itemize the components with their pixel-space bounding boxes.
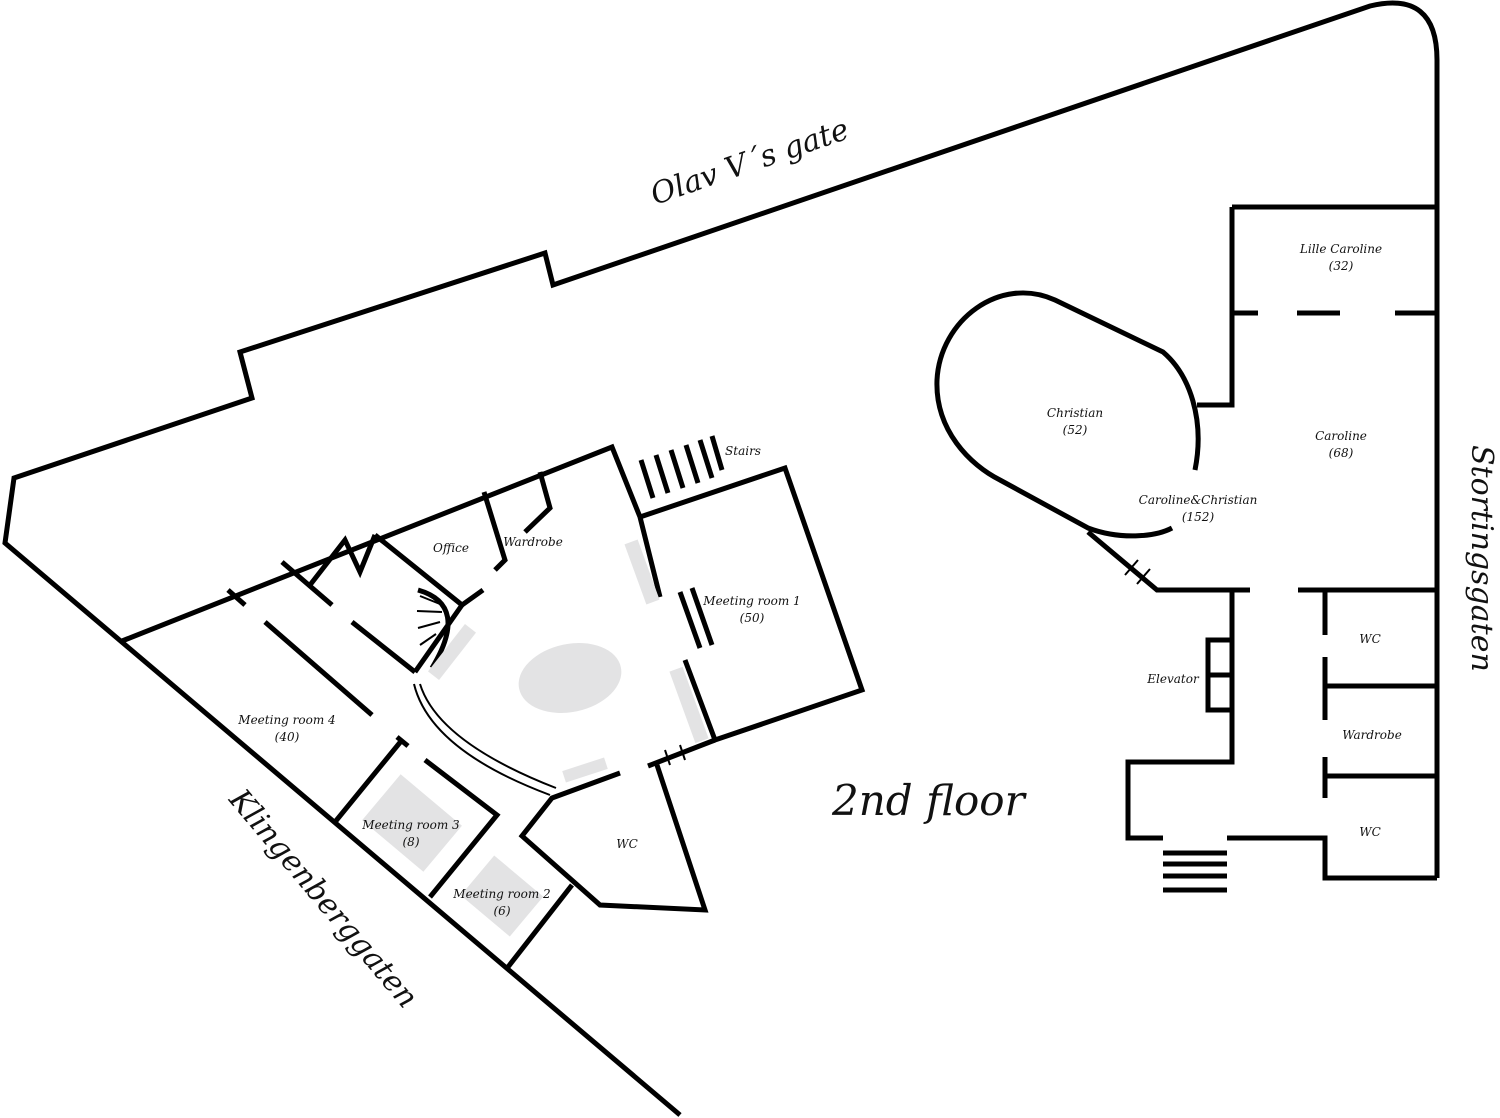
label-caroline-christian-capacity: (152) <box>1182 510 1215 524</box>
label-wardrobe-right: Wardrobe <box>1342 728 1402 742</box>
label-office: Office <box>433 541 469 555</box>
label-meeting-room-4-capacity: (40) <box>275 730 300 744</box>
right-wing-walls <box>934 204 1437 893</box>
label-christian: Christian <box>1047 406 1103 420</box>
label-wc-2: WC <box>1359 825 1381 839</box>
label-elevator: Elevator <box>1146 672 1200 686</box>
label-meeting-room-1-capacity: (50) <box>740 611 765 625</box>
label-caroline-capacity: (68) <box>1329 446 1354 460</box>
label-caroline: Caroline <box>1315 429 1367 443</box>
label-meeting-room-2-capacity: (6) <box>494 904 511 918</box>
left-wing-walls <box>121 435 866 969</box>
street-label-stortingsgaten: Stortingsgaten <box>1464 445 1499 672</box>
floor-title: 2nd floor <box>831 776 1028 825</box>
street-label-olav-v-gate: Olav V´s gate <box>646 112 853 213</box>
label-wc: WC <box>616 837 638 851</box>
label-lille-caroline: Lille Caroline <box>1299 242 1382 256</box>
outer-wall <box>2 0 1440 1117</box>
label-christian-capacity: (52) <box>1063 423 1088 437</box>
label-meeting-room-3-capacity: (8) <box>403 835 420 849</box>
label-meeting-room-3: Meeting room 3 <box>361 818 460 832</box>
furniture <box>362 539 709 937</box>
label-wardrobe: Wardrobe <box>503 535 563 549</box>
label-meeting-room-4: Meeting room 4 <box>237 713 335 727</box>
label-meeting-room-1: Meeting room 1 <box>702 594 800 608</box>
label-lille-caroline-capacity: (32) <box>1329 259 1354 273</box>
label-wc-1: WC <box>1359 632 1381 646</box>
label-meeting-room-2: Meeting room 2 <box>452 887 550 901</box>
label-caroline-christian: Caroline&Christian <box>1139 493 1258 507</box>
label-stairs: Stairs <box>725 444 761 458</box>
